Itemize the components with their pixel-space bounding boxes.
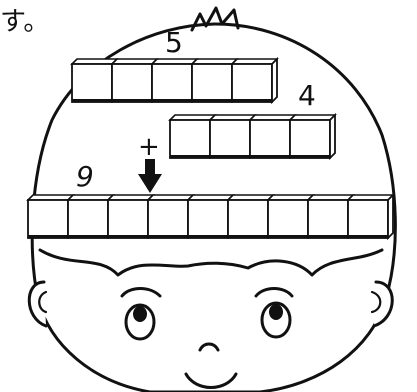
- block: [228, 200, 268, 238]
- bottom-block-row: [28, 195, 393, 238]
- hair-tuft: [192, 8, 238, 30]
- block-row-side: [272, 59, 277, 102]
- block: [72, 64, 112, 102]
- block: [268, 200, 308, 238]
- block: [148, 200, 188, 238]
- left-eyebrow: [122, 289, 160, 297]
- block: [250, 120, 290, 158]
- middle-count-label: 4: [298, 79, 316, 112]
- ears: [29, 282, 392, 326]
- block-row-shadow: [72, 99, 272, 102]
- right-eyebrow: [256, 289, 292, 297]
- middle-block-row: [170, 115, 335, 158]
- block: [308, 200, 348, 238]
- top-block-row: [72, 59, 277, 102]
- total-count-label: 9: [76, 160, 94, 193]
- down-arrow-icon: [138, 159, 162, 193]
- block-row-side: [330, 115, 335, 158]
- block: [232, 64, 272, 102]
- block-row-shadow: [170, 155, 330, 158]
- nose: [200, 344, 218, 350]
- block: [170, 120, 210, 158]
- block: [192, 64, 232, 102]
- mouth: [186, 374, 236, 388]
- top-count-label: 5: [165, 26, 183, 59]
- block: [152, 64, 192, 102]
- plus-sign: +: [138, 132, 160, 162]
- block: [28, 200, 68, 238]
- block-row-shadow: [28, 235, 388, 238]
- block: [188, 200, 228, 238]
- block: [348, 200, 388, 238]
- block: [290, 120, 330, 158]
- block: [112, 64, 152, 102]
- face: [122, 289, 292, 388]
- hair-bangs: [40, 250, 382, 275]
- block: [108, 200, 148, 238]
- block: [210, 120, 250, 158]
- block: [68, 200, 108, 238]
- block-row-side: [388, 195, 393, 238]
- text-fragment: す。: [0, 7, 49, 37]
